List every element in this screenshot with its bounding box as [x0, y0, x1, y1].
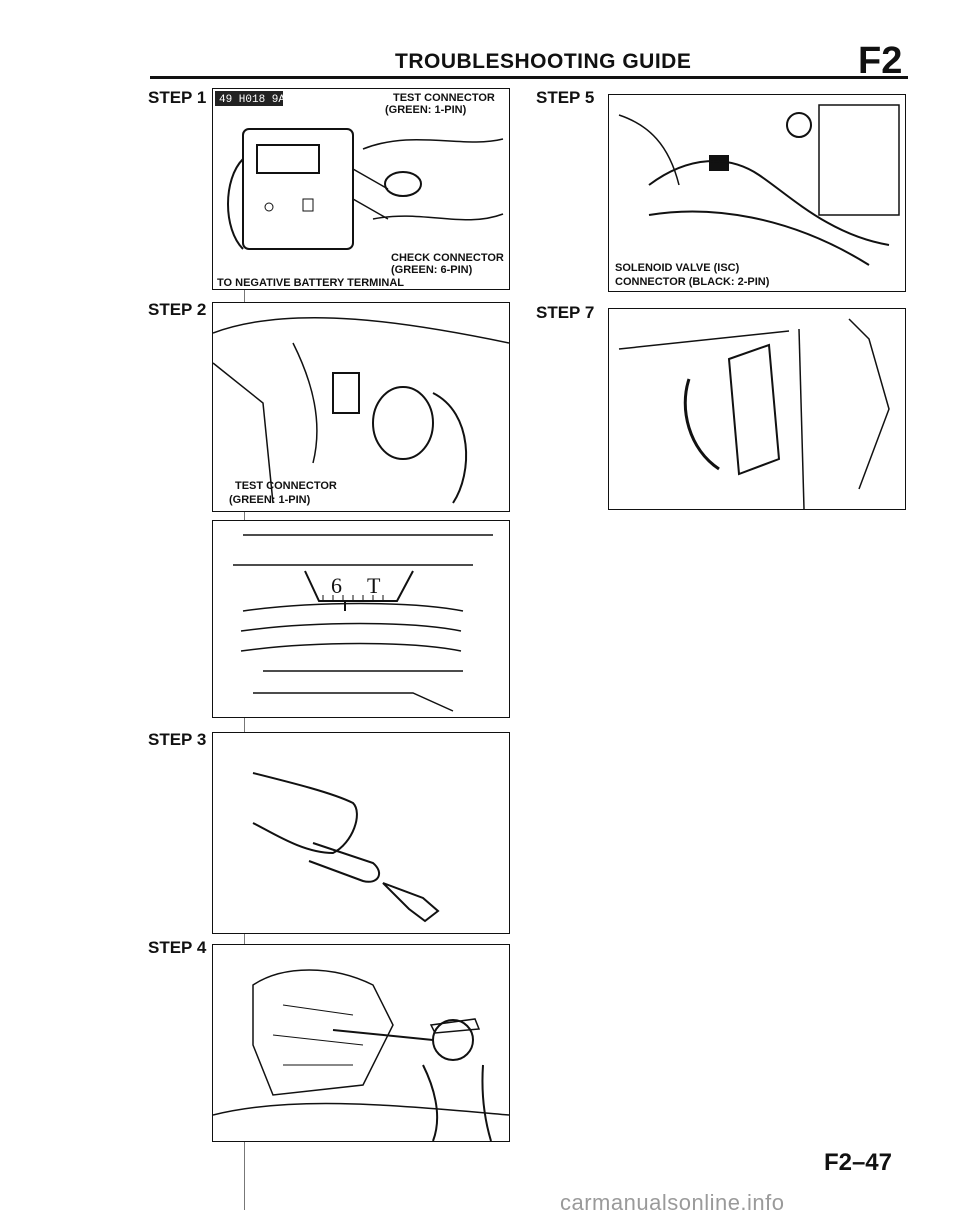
fuel-filter — [372, 386, 434, 460]
isc-connector — [709, 155, 729, 171]
tool-badge-text: 49 H018 9A1 — [219, 94, 292, 106]
dashboard-edge — [618, 330, 790, 350]
step-1-illustration: 49 H018 9A1 TEST CONNECTOR (GREEN: 1-PIN… — [215, 91, 504, 289]
step-2-label: STEP 2 — [148, 300, 207, 319]
hose-plug — [382, 882, 440, 923]
step-7-label: STEP 7 — [536, 303, 595, 322]
step-5-figure: SOLENOID VALVE (ISC) CONNECTOR (BLACK: 2… — [608, 94, 906, 292]
step-1-label: STEP 1 — [148, 88, 207, 107]
tool-badge — [215, 91, 283, 106]
engine-control-unit — [727, 343, 781, 476]
timing-mark-t: T — [367, 573, 381, 598]
vacuum-hose — [308, 842, 381, 883]
step-1-figure: 49 H018 9A1 TEST CONNECTOR (GREEN: 1-PIN… — [212, 88, 510, 290]
step-4-illustration — [213, 969, 509, 1141]
step-2-illustration: TEST CONNECTOR (GREEN: 1-PIN) — [213, 316, 509, 506]
connector-block — [332, 372, 360, 414]
step-5-label: STEP 5 — [536, 88, 595, 107]
check-connector-label: CHECK CONNECTOR — [391, 252, 504, 264]
test-connector-label: TEST CONNECTOR — [393, 92, 495, 104]
checker-display — [256, 144, 320, 174]
ground-lead — [227, 158, 244, 250]
fuel-hose — [432, 392, 468, 504]
page-spine-line — [244, 250, 245, 1210]
ecu-harness — [683, 378, 720, 471]
timing-mark-6: 6 — [331, 573, 342, 598]
hand — [252, 772, 358, 855]
engine-contour — [618, 114, 680, 186]
mechanic-head — [432, 1019, 474, 1061]
step-3-label: STEP 3 — [148, 730, 207, 749]
mechanic-cap — [429, 1018, 481, 1034]
mechanic-body — [422, 1064, 492, 1141]
watermark: carmanualsonline.info — [560, 1190, 785, 1215]
step-3-figure — [212, 732, 510, 934]
step-4-figure — [212, 944, 510, 1142]
fender-line — [213, 1102, 509, 1116]
checker-knob — [264, 202, 274, 212]
step-7-illustration — [618, 318, 890, 509]
step-7-figure — [608, 308, 906, 510]
pulley-groove-1 — [242, 602, 464, 612]
engine-assembly — [252, 969, 394, 1096]
pulley-groove-3 — [240, 642, 462, 652]
section-code: F2 — [858, 40, 903, 82]
engine-outline — [213, 316, 509, 344]
wire-harness — [648, 160, 890, 246]
solenoid-connector-spec: CONNECTOR (BLACK: 2-PIN) — [615, 276, 770, 288]
pulley-groove-2 — [240, 622, 462, 632]
page-number: F2–47 — [823, 1149, 892, 1176]
engine-hose-2 — [372, 213, 504, 221]
test-connector-label: TEST CONNECTOR — [235, 480, 337, 492]
checker-switch — [302, 198, 314, 212]
hose — [648, 210, 870, 266]
component-housing — [818, 104, 900, 216]
test-connector-spec: (GREEN: 1-PIN) — [229, 494, 311, 506]
wire-harness — [292, 342, 318, 464]
step-4-label: STEP 4 — [148, 938, 207, 957]
page-title: TROUBLESHOOTING GUIDE — [395, 50, 692, 73]
bolt — [786, 112, 812, 138]
panel-edge — [848, 318, 890, 490]
fender-edge — [213, 362, 274, 504]
step-3-illustration — [252, 772, 440, 923]
fuel-filter — [384, 171, 422, 197]
belt-line — [253, 692, 454, 712]
timing-light — [332, 1029, 434, 1041]
negative-terminal-label: TO NEGATIVE BATTERY TERMINAL — [217, 277, 404, 289]
timing-mark-illustration: 6 T — [233, 534, 493, 712]
step-5-illustration: SOLENOID VALVE (ISC) CONNECTOR (BLACK: 2… — [615, 104, 900, 288]
solenoid-valve-label: SOLENOID VALVE (ISC) — [615, 262, 740, 274]
header-rule — [150, 76, 908, 79]
step-2-figure: TEST CONNECTOR (GREEN: 1-PIN) — [212, 302, 510, 512]
timing-scale — [304, 570, 414, 602]
engine-hose — [362, 138, 504, 150]
timing-mark-figure: 6 T — [212, 520, 510, 718]
check-connector-spec: (GREEN: 6-PIN) — [391, 264, 473, 276]
wiring — [352, 168, 389, 220]
pillar — [798, 328, 805, 509]
engine-detail — [272, 1004, 364, 1066]
test-connector-spec: (GREEN: 1-PIN) — [385, 104, 467, 116]
